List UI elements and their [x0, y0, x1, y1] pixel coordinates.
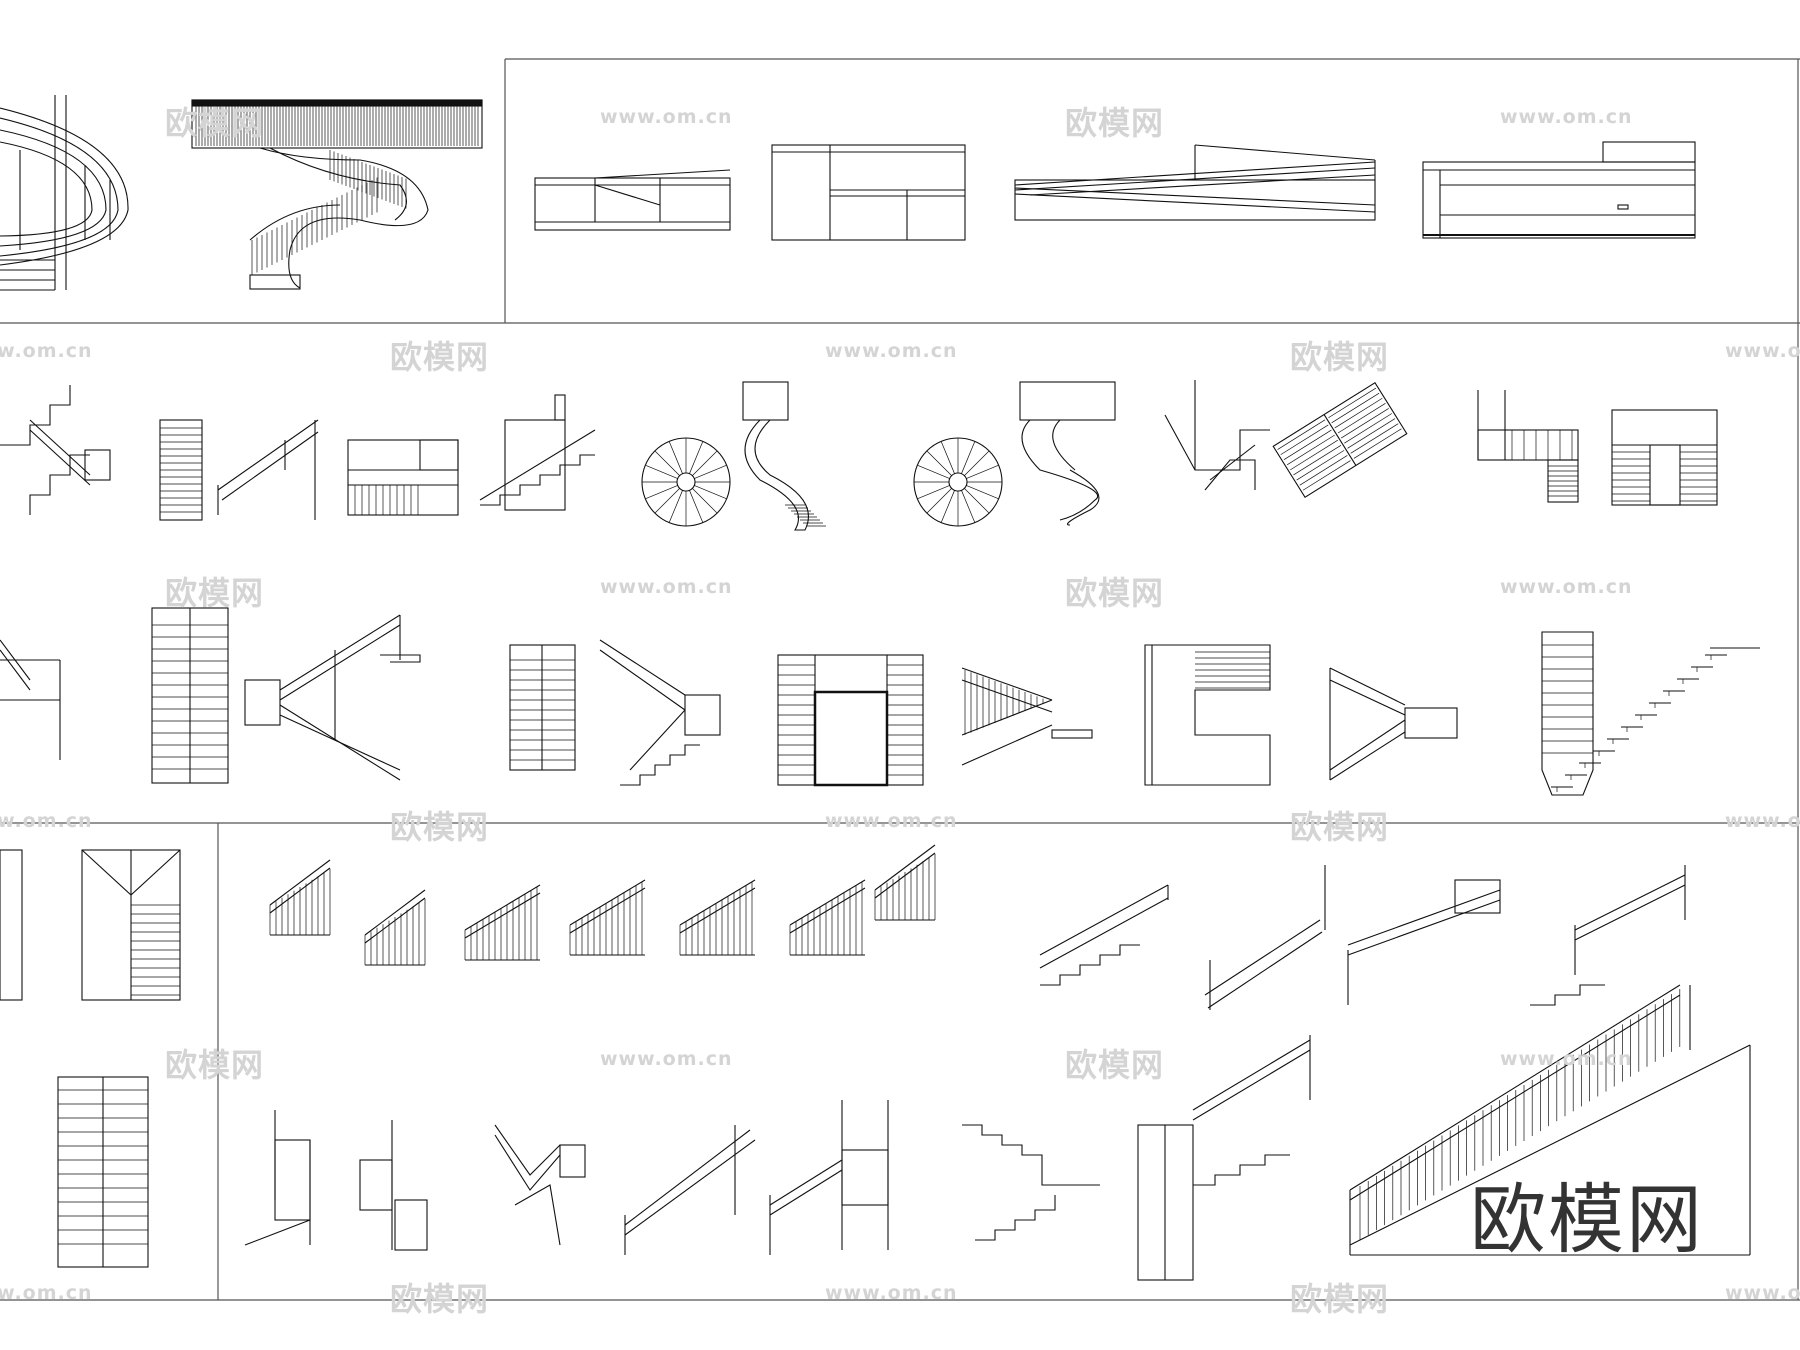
- brand-logo: 欧模网: [1470, 1175, 1704, 1264]
- drawing-stroke: [1331, 392, 1380, 424]
- drawing-stroke: [1293, 445, 1342, 476]
- elevation-scissor-rail: [1014, 144, 1376, 221]
- drawing-stroke: [464, 892, 541, 939]
- drawing-stroke: [654, 488, 680, 514]
- drawing-stroke: [940, 441, 955, 474]
- drawing-stroke: [645, 464, 678, 479]
- drawing-stroke: [1353, 428, 1402, 459]
- drawing-stroke: [917, 464, 950, 479]
- drawing-stroke: [694, 464, 727, 479]
- drawing-stroke: [966, 464, 999, 479]
- drawing-stroke: [961, 441, 976, 474]
- drawing-stroke: [1347, 418, 1396, 449]
- drawing-stroke: [789, 887, 866, 934]
- row2-stairs: [0, 380, 1718, 531]
- drawing-stroke: [645, 485, 678, 500]
- drawing-stroke: [1277, 419, 1326, 450]
- drawing-stroke: [676, 472, 696, 492]
- drawing-stroke: [668, 441, 683, 474]
- drawing-stroke: [1334, 397, 1383, 429]
- drawing-stroke: [1296, 450, 1345, 481]
- drawing-stroke: [961, 490, 976, 523]
- drawing-stroke: [569, 887, 646, 934]
- drawing-stroke: [364, 889, 426, 936]
- drawing-stroke: [1328, 387, 1377, 419]
- drawing-stroke: [940, 490, 955, 523]
- drawing-stroke: [917, 485, 950, 500]
- drawing-stroke: [1290, 439, 1338, 471]
- drawing-stroke: [692, 488, 718, 514]
- drawing-stroke: [654, 450, 680, 476]
- bottom-left-plans: [0, 849, 181, 1268]
- spiral-stair-left: [0, 95, 129, 291]
- drawing-stroke: [1283, 429, 1332, 461]
- drawing-stroke: [926, 488, 952, 514]
- drawing-stroke: [464, 884, 541, 931]
- drawing-stroke: [689, 490, 704, 523]
- drawing-stroke: [966, 485, 999, 500]
- drawing-stroke: [1280, 424, 1329, 455]
- drawing-stroke: [964, 450, 990, 476]
- elevation-long-flat: [1422, 141, 1696, 239]
- curved-stair-balusters: [191, 99, 483, 290]
- row3-stairs: [0, 607, 1760, 796]
- drawing-stroke: [679, 887, 756, 934]
- drawing-stroke: [874, 844, 936, 891]
- drawing-stroke: [789, 879, 866, 926]
- drawing-stroke: [269, 859, 331, 906]
- drawing-stroke: [694, 485, 727, 500]
- drawing-stroke: [948, 472, 968, 492]
- drawing-stroke: [692, 450, 718, 476]
- drawing-stroke: [689, 441, 704, 474]
- drawing-stroke: [569, 879, 646, 926]
- bottom-panel-stairs: [244, 844, 1751, 1281]
- elevation-boxed: [771, 144, 966, 241]
- panel-frames: [0, 58, 1800, 1301]
- elevation-straight-rail: [534, 169, 731, 231]
- drawing-stroke: [1302, 460, 1351, 491]
- drawing-stroke: [926, 450, 952, 476]
- drawing-stroke: [1350, 423, 1399, 454]
- drawing-stroke: [1286, 434, 1335, 466]
- drawing-stroke: [1299, 455, 1348, 486]
- drawing-stroke: [668, 490, 683, 523]
- drawing-stroke: [964, 488, 990, 514]
- drawing-stroke: [679, 879, 756, 926]
- drawing-stroke: [1344, 413, 1393, 444]
- drawing-stroke: [1337, 403, 1386, 434]
- drawing-stroke: [1340, 408, 1389, 439]
